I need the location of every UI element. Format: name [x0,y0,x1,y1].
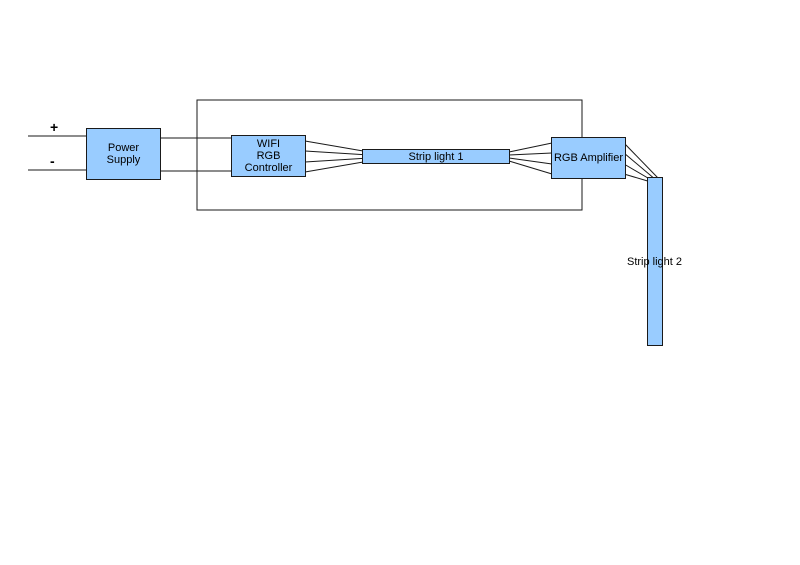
wifi-rgb-controller-block: WIFI RGB Controller [231,135,306,177]
strip-light-1-label: Strip light 1 [408,150,464,163]
plus-terminal-label: + [50,119,59,135]
controller-strip1-wires [304,140,370,173]
power-supply-block: Power Supply [86,128,161,180]
minus-terminal-label: - [50,153,55,169]
power-supply-label: Power Supply [106,142,141,166]
rgb-amplifier-label: RGB Amplifier [553,152,624,164]
strip1-amplifier-wires [508,142,553,175]
rgb-amplifier-block: RGB Amplifier [551,137,626,179]
strip-light-1-block: Strip light 1 [362,149,510,164]
strip-light-2-label: Strip light 2 [627,256,683,268]
strip-light-2-block [647,177,663,346]
wifi-rgb-controller-label: WIFI RGB Controller [244,138,293,174]
